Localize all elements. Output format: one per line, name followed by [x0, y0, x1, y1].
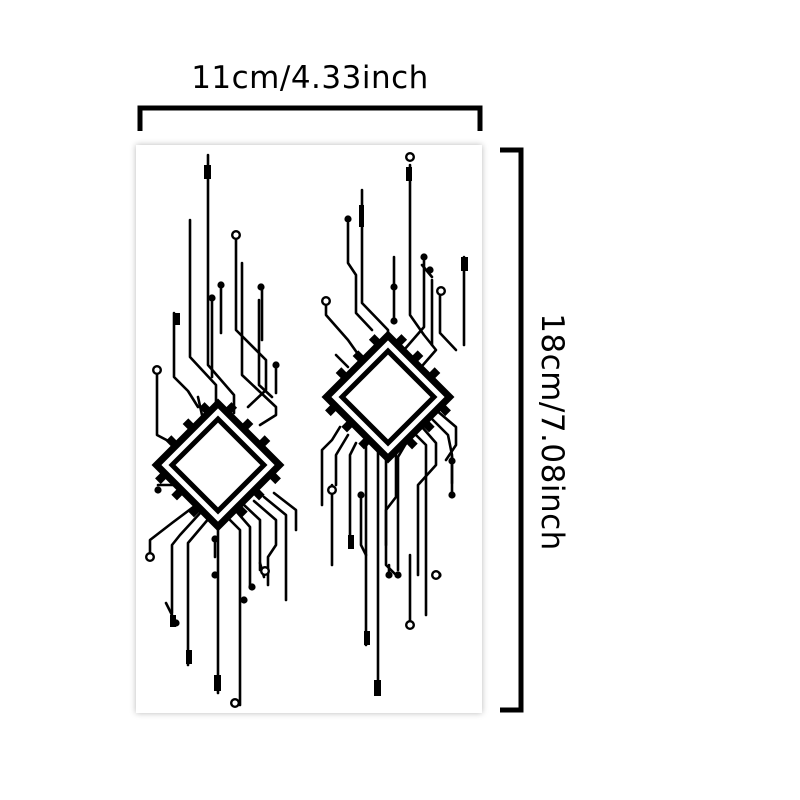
width-dimension-label: 11cm/4.33inch: [191, 60, 429, 96]
right-circuit-traces: [320, 163, 466, 692]
bar-terminals: [170, 165, 468, 696]
open-terminals: [144, 151, 447, 709]
height-dimension-label: 18cm/7.08inch: [534, 313, 570, 551]
circuit-design: [144, 151, 468, 709]
microchip-icon: [321, 330, 455, 464]
microchip-icon: [151, 398, 285, 532]
tattoo-sticker-sheet: [136, 145, 482, 713]
